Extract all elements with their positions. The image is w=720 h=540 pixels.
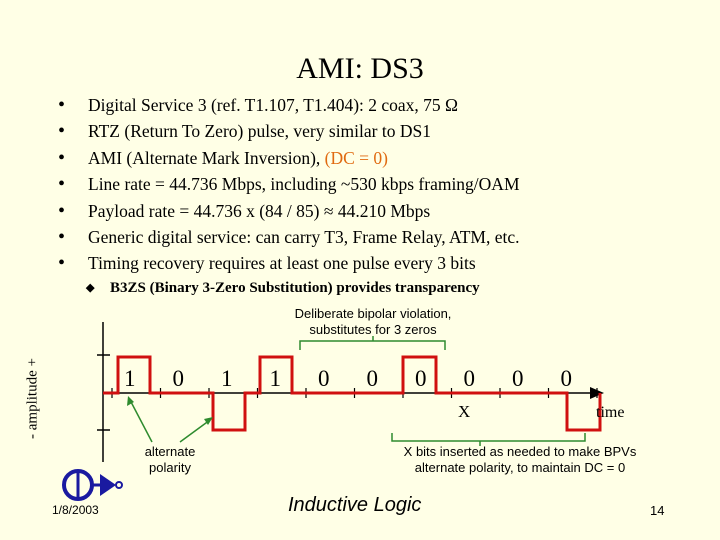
bullet-dot-icon: • [58, 226, 66, 249]
polarity-arrow-right [179, 419, 211, 443]
bullet-dot-icon: • [58, 146, 66, 169]
bit-label: 0 [366, 366, 379, 391]
sub-bullet-text: B3ZS (Binary 3-Zero Substitution) provid… [110, 280, 480, 296]
ami-pulse-waveform [103, 355, 602, 432]
bullet-item: • Timing recovery requires at least one p… [58, 250, 520, 276]
bullet-text: Payload rate = 44.736 x (84 / 85) ≈ 44.2… [88, 200, 431, 221]
bullet-item: • Line rate = 44.736 Mbps, including ~530… [58, 171, 520, 197]
bullet-dot-icon: • [58, 199, 66, 222]
polarity-arrow-left [129, 399, 153, 443]
time-label: time [596, 404, 625, 421]
bullet-dot-icon: • [58, 120, 66, 143]
bullet-item: • AMI (Alternate Mark Inversion), (DC = 0… [58, 145, 520, 171]
x-marker-label: X [458, 402, 471, 421]
page-number: 14 [650, 503, 665, 518]
inductive-logic-logo-icon [62, 469, 123, 501]
arrowhead-right-icon [204, 417, 213, 425]
bullet-dot-icon: • [58, 252, 66, 275]
bit-label: 1 [269, 366, 282, 391]
footer-brand: Inductive Logic [288, 494, 422, 516]
diamond-bullet-icon: ◆ [86, 282, 95, 294]
violation-bracket [299, 340, 446, 350]
bit-label: 0 [318, 366, 330, 391]
dc-highlight: (DC = 0) [324, 147, 389, 168]
bit-label: 0 [415, 366, 427, 391]
bit-label: 1 [221, 366, 233, 391]
bullet-text: Timing recovery requires at least one pu… [88, 253, 476, 274]
bullet-item: • Digital Service 3 (ref. T1.107, T1.404)… [58, 92, 520, 118]
bullet-text: Line rate = 44.736 Mbps, including ~530 … [88, 174, 520, 195]
xbits-note: X bits inserted as needed to make BPVs a… [403, 444, 637, 475]
bullet-dot-icon: • [58, 94, 66, 116]
slide-title: AMI: DS3 [296, 52, 424, 85]
bit-label: 0 [172, 366, 185, 391]
bullet-text: Digital Service 3 (ref. T1.107, T1.404):… [88, 95, 459, 115]
bullet-item: • Payload rate = 44.736 x (84 / 85) ≈ 44.… [58, 198, 520, 224]
bullet-list: • Digital Service 3 (ref. T1.107, T1.404)… [58, 92, 520, 277]
bit-label: 1 [124, 366, 136, 391]
bit-label: 0 [560, 366, 573, 391]
bit-label: 0 [463, 366, 476, 391]
sub-bullet: ◆ B3ZS (Binary 3-Zero Substitution) prov… [86, 280, 480, 297]
bullet-text: Generic digital service: can carry T3, F… [88, 227, 520, 248]
bullet-text: RTZ (Return To Zero) pulse, very similar… [88, 121, 431, 142]
bit-label: 0 [512, 366, 524, 391]
bullet-item: • RTZ (Return To Zero) pulse, very simila… [58, 118, 520, 144]
polarity-note: alternate polarity [144, 444, 196, 475]
bullet-text: AMI (Alternate Mark Inversion), [88, 147, 325, 168]
violation-note: Deliberate bipolar violation, substitute… [294, 306, 452, 337]
footer-date: 1/8/2003 [52, 503, 99, 517]
bullet-item: • Generic digital service: can carry T3, … [58, 224, 520, 250]
xbits-bracket [391, 433, 586, 442]
bullet-dot-icon: • [58, 173, 66, 196]
arrowhead-left-icon [127, 396, 134, 406]
